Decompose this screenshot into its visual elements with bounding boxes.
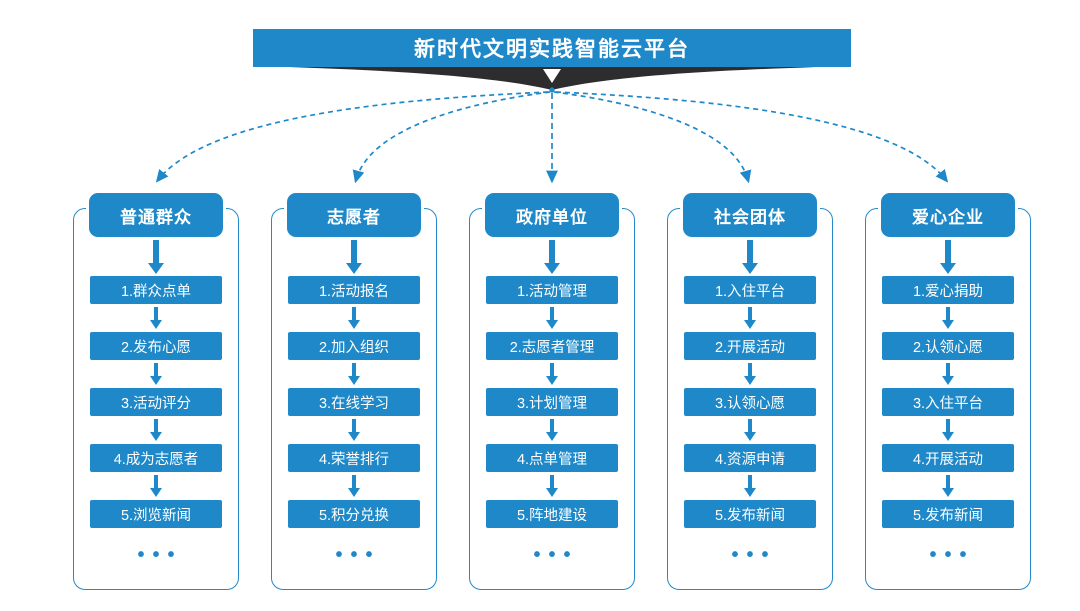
ellipsis-indicator: •••	[137, 544, 183, 566]
flow-step: 2.认领心愿	[882, 332, 1014, 360]
down-arrow-icon	[348, 360, 360, 388]
down-arrow-icon	[348, 304, 360, 332]
column-caring-enterprises: 爱心企业 1.爱心捐助 2.认领心愿 3.入住平台 4.开展活动 5.发布新闻 …	[865, 193, 1031, 590]
down-arrow-icon	[742, 237, 758, 276]
ellipsis-indicator: •••	[731, 544, 777, 566]
down-arrow-icon	[940, 237, 956, 276]
fan-origin-dot	[549, 87, 555, 93]
down-arrow-icon	[744, 360, 756, 388]
flow-step: 1.入住平台	[684, 276, 816, 304]
down-arrow-icon	[544, 237, 560, 276]
down-arrow-icon	[546, 360, 558, 388]
down-arrow-icon	[942, 360, 954, 388]
column-volunteers: 志愿者 1.活动报名 2.加入组织 3.在线学习 4.荣誉排行 5.积分兑换 •…	[271, 193, 437, 590]
column-government-units: 政府单位 1.活动管理 2.志愿者管理 3.计划管理 4.点单管理 5.阵地建设…	[469, 193, 635, 590]
column-header: 普通群众	[89, 193, 223, 237]
flow-step: 4.开展活动	[882, 444, 1014, 472]
flow-step: 1.活动报名	[288, 276, 420, 304]
flow-step: 5.浏览新闻	[90, 500, 222, 528]
down-arrow-icon	[348, 416, 360, 444]
down-arrow-icon	[744, 304, 756, 332]
flow-step: 4.资源申请	[684, 444, 816, 472]
down-arrow-icon	[942, 304, 954, 332]
down-arrow-icon	[942, 472, 954, 500]
flow-step: 5.积分兑换	[288, 500, 420, 528]
flow-step: 5.发布新闻	[882, 500, 1014, 528]
dashed-connector-2	[352, 91, 551, 184]
flow-step: 2.开展活动	[684, 332, 816, 360]
down-arrow-icon	[150, 304, 162, 332]
down-arrow-icon	[744, 472, 756, 500]
flow-step: 2.发布心愿	[90, 332, 222, 360]
down-triangle-icon	[543, 69, 561, 83]
column-header: 社会团体	[683, 193, 817, 237]
down-arrow-icon	[150, 472, 162, 500]
flow-step: 3.认领心愿	[684, 388, 816, 416]
flow-step: 4.点单管理	[486, 444, 618, 472]
down-arrow-icon	[148, 237, 164, 276]
dashed-connector-4	[553, 91, 752, 184]
flow-step: 1.群众点单	[90, 276, 222, 304]
flow-step: 4.成为志愿者	[90, 444, 222, 472]
column-header: 爱心企业	[881, 193, 1015, 237]
flow-step: 3.活动评分	[90, 388, 222, 416]
flow-step: 3.入住平台	[882, 388, 1014, 416]
flow-step: 4.荣誉排行	[288, 444, 420, 472]
down-arrow-icon	[346, 237, 362, 276]
down-arrow-icon	[546, 304, 558, 332]
down-arrow-icon	[150, 360, 162, 388]
ellipsis-indicator: •••	[929, 544, 975, 566]
flow-step: 3.在线学习	[288, 388, 420, 416]
flow-step: 2.加入组织	[288, 332, 420, 360]
flow-step: 3.计划管理	[486, 388, 618, 416]
down-arrow-icon	[546, 416, 558, 444]
ellipsis-indicator: •••	[335, 544, 381, 566]
column-header: 政府单位	[485, 193, 619, 237]
down-arrow-icon	[348, 472, 360, 500]
flow-step: 1.活动管理	[486, 276, 618, 304]
down-arrow-icon	[744, 416, 756, 444]
down-arrow-icon	[150, 416, 162, 444]
column-header: 志愿者	[287, 193, 421, 237]
flow-step: 1.爱心捐助	[882, 276, 1014, 304]
dashed-connector-5	[555, 91, 949, 183]
flow-step: 5.阵地建设	[486, 500, 618, 528]
dashed-connector-1	[155, 91, 549, 183]
column-social-groups: 社会团体 1.入住平台 2.开展活动 3.认领心愿 4.资源申请 5.发布新闻 …	[667, 193, 833, 590]
down-arrow-icon	[546, 472, 558, 500]
flow-step: 2.志愿者管理	[486, 332, 618, 360]
platform-title-banner: 新时代文明实践智能云平台	[253, 29, 851, 67]
column-general-public: 普通群众 1.群众点单 2.发布心愿 3.活动评分 4.成为志愿者 5.浏览新闻…	[73, 193, 239, 590]
ellipsis-indicator: •••	[533, 544, 579, 566]
down-arrow-icon	[942, 416, 954, 444]
flow-step: 5.发布新闻	[684, 500, 816, 528]
